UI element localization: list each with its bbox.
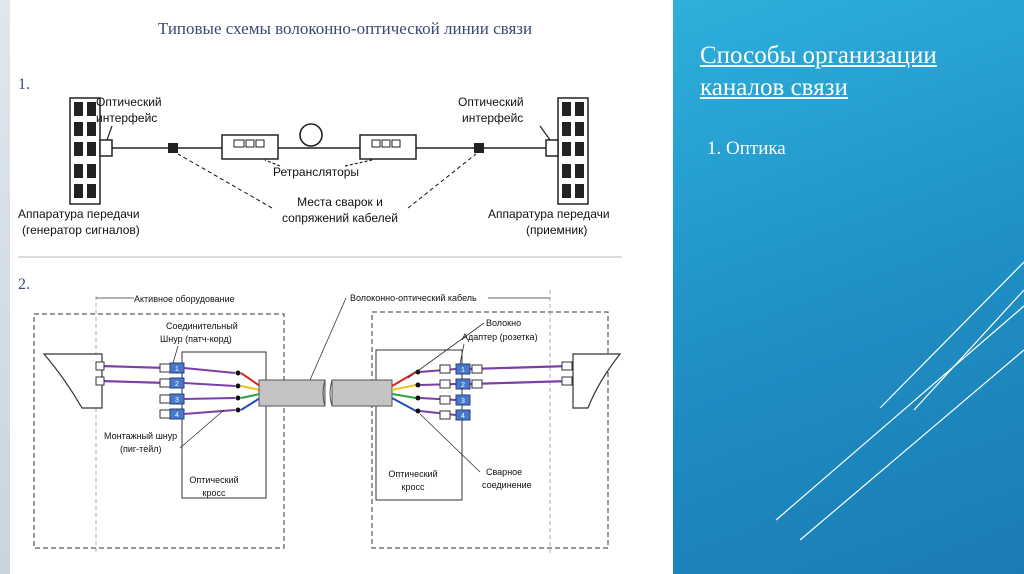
repeater-1 <box>221 134 279 160</box>
label-tx-right-2: (приемник) <box>526 223 587 237</box>
port-left-2: 2 <box>175 381 179 388</box>
label-optical-interface-right-1: Оптический <box>458 95 524 109</box>
port-left-1: 1 <box>175 366 179 373</box>
right-enclosure <box>371 311 609 549</box>
pigtails-right <box>419 368 457 416</box>
label-repeaters: Ретрансляторы <box>273 165 359 179</box>
label-cross-left-2: кросс <box>203 488 226 498</box>
left-connectors <box>95 361 171 419</box>
transmitter-rack-left <box>69 97 113 205</box>
splice-marker-left <box>168 143 178 153</box>
label-weld-1: Сварное <box>486 467 522 477</box>
splice-marker-right <box>474 143 484 153</box>
pigtails-left <box>183 367 236 415</box>
label-weld-2: соединение <box>482 480 532 490</box>
fibers-right <box>391 371 417 412</box>
label-optical-interface-left-2: интерфейс <box>96 111 157 125</box>
slide-title: Способы организации каналов связи <box>700 42 937 101</box>
diagram-title: Типовые схемы волоконно-оптической линии… <box>158 19 532 38</box>
patch-cords-right <box>469 364 571 386</box>
repeater-2 <box>359 134 417 160</box>
right-splice-dots <box>415 369 421 414</box>
label-splices-1: Места сварок и <box>297 195 383 209</box>
label-cross-left-1: Оптический <box>189 475 238 485</box>
label-patch-cord-1: Соединительный <box>166 321 238 331</box>
active-equipment-left <box>42 353 103 409</box>
fibers-left <box>240 372 261 411</box>
label-fiber: Волокно <box>486 318 521 328</box>
label-cross-right-1: Оптический <box>388 469 437 479</box>
fiber-coil <box>299 123 323 147</box>
port-right-3: 3 <box>461 398 465 405</box>
label-optical-interface-right-2: интерфейс <box>462 111 523 125</box>
diagram-panel: Типовые схемы волоконно-оптической линии… <box>0 0 673 574</box>
slide-list-item: 1. Оптика <box>707 138 786 159</box>
port-left-4: 4 <box>175 412 179 419</box>
label-pigtail-2: (пиг-тейл) <box>120 444 161 454</box>
left-enclosure <box>33 313 285 549</box>
port-right-2: 2 <box>461 382 465 389</box>
port-right-4: 4 <box>461 413 465 420</box>
label-optical-interface-left-1: Оптический <box>96 95 162 109</box>
patch-cords-left <box>99 364 169 385</box>
label-fiber-cable: Волоконно-оптический кабель <box>350 293 477 303</box>
optical-cross-left <box>181 351 267 499</box>
label-cross-right-2: кросс <box>402 482 425 492</box>
port-left-3: 3 <box>175 397 179 404</box>
label-patch-cord-2: Шнур (патч-корд) <box>160 334 232 344</box>
label-tx-right-1: Аппаратура передачи <box>488 207 610 221</box>
label-tx-left-2: (генератор сигналов) <box>22 223 140 237</box>
port-right-1: 1 <box>461 367 465 374</box>
receiver-rack-right <box>545 97 589 205</box>
optical-cross-right <box>375 349 463 501</box>
fiber-cable-right <box>331 379 393 407</box>
label-adapter: Адаптер (розетка) <box>462 332 538 342</box>
active-equipment-right <box>572 353 622 409</box>
scheme2-number: 2. <box>18 276 30 293</box>
label-tx-left-1: Аппаратура передачи <box>18 207 140 221</box>
label-pigtail-1: Монтажный шнур <box>104 431 177 441</box>
right-connectors-inner <box>439 364 451 420</box>
scheme1-number: 1. <box>18 76 30 93</box>
label-active-equipment: Активное оборудование <box>134 294 235 304</box>
fiber-optic-diagram: Типовые схемы волоконно-оптической линии… <box>18 19 622 554</box>
left-splice-dots <box>235 370 241 413</box>
label-splices-2: сопряжений кабелей <box>282 211 398 225</box>
right-connectors-outer <box>471 361 573 389</box>
fiber-cable-left <box>258 379 326 407</box>
